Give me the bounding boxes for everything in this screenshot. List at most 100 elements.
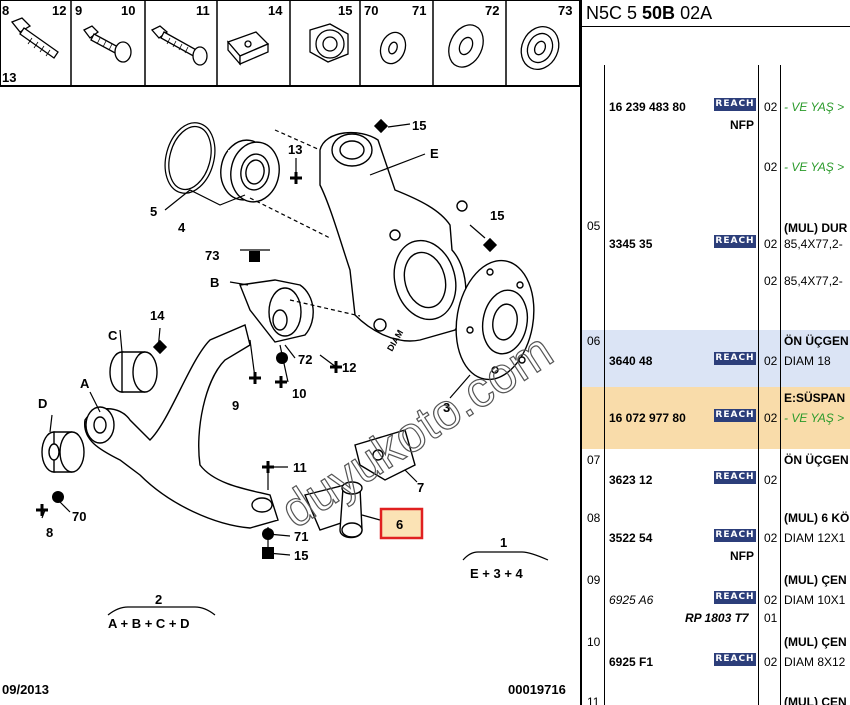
callout-12: 12 — [342, 360, 356, 375]
part-description: (MUL) 6 KÖ — [784, 511, 850, 525]
strip-label-73: 73 — [558, 3, 572, 18]
part-reference[interactable]: 16 239 483 80 — [609, 100, 686, 114]
diagram-date: 09/2013 — [2, 682, 49, 697]
wheel-hub-part — [455, 259, 535, 381]
callout-14: 14 — [150, 308, 165, 323]
quantity: 02 — [764, 531, 778, 545]
column-divider — [758, 691, 759, 705]
callout-labels: 15 E 13 5 4 15 73 B C 14 A 72 12 9 10 D … — [38, 118, 504, 563]
callout-6-highlight[interactable]: 6 — [379, 507, 424, 540]
long-bolt-icon — [150, 25, 208, 66]
callout-70: 70 — [72, 509, 86, 524]
part-description: ÖN ÜÇGEN — [784, 453, 849, 467]
callout-13: 13 — [288, 142, 302, 157]
brand-badge: REACH — [714, 529, 756, 542]
column-divider — [758, 569, 759, 631]
column-divider — [780, 215, 781, 330]
table-row[interactable]: 11 (MUL) ÇEN — [582, 691, 850, 705]
quantity: 02 — [764, 655, 778, 669]
strip-label-15: 15 — [338, 3, 352, 18]
part-reference[interactable]: 3522 54 — [609, 531, 653, 545]
callout-e: E — [430, 146, 439, 161]
column-divider — [780, 631, 781, 691]
callout-9: 9 — [232, 398, 239, 413]
part-description: 85,4X77,2- — [784, 237, 843, 251]
brand-badge: REACH — [714, 409, 756, 422]
quantity: 02 — [764, 100, 778, 114]
column-divider — [780, 507, 781, 569]
part-reference[interactable]: 16 072 977 80 — [609, 411, 686, 425]
strip-label-10: 10 — [121, 3, 135, 18]
row-number: 09 — [587, 573, 601, 587]
row-number-cell: 09 — [582, 569, 605, 631]
column-divider — [780, 691, 781, 705]
brand-badge: REACH — [714, 653, 756, 666]
brand-badge: REACH — [714, 352, 756, 365]
strip-label-11: 11 — [196, 3, 210, 18]
ball-joint-part — [304, 481, 363, 539]
part-reference[interactable]: 3623 12 — [609, 473, 653, 487]
part-reference[interactable]: 3640 48 — [609, 354, 653, 368]
part-description: DIAM 12X1 — [784, 531, 846, 545]
part-reference[interactable]: 6925 A6 — [609, 593, 654, 607]
lock-nut-icon — [309, 23, 349, 63]
quantity: 02 — [764, 354, 778, 368]
callout-7: 7 — [417, 480, 424, 495]
formula-1-number: 1 — [500, 535, 507, 550]
fastener-symbols — [36, 118, 498, 559]
brand-badge: REACH — [714, 235, 756, 248]
strip-label-9: 9 — [75, 3, 82, 18]
table-header-band — [582, 26, 850, 66]
flange-bolt-icon — [83, 25, 132, 63]
part-reference[interactable]: 3345 35 — [609, 237, 653, 251]
quantity: 02 — [764, 237, 778, 251]
hardware-strip: 8 12 13 9 10 11 14 15 70 71 72 73 — [0, 0, 580, 87]
callout-15-right: 15 — [490, 208, 504, 223]
formula-2-text: A + B + C + D — [108, 616, 190, 631]
row-number-cell: 10 — [582, 631, 605, 691]
part-description: (MUL) ÇEN — [784, 695, 847, 705]
part-subcode: NFP — [730, 118, 754, 132]
bracket-part — [354, 429, 416, 481]
part-reference[interactable]: 6925 F1 — [609, 655, 654, 669]
callout-6: 6 — [396, 517, 403, 532]
callout-8: 8 — [46, 525, 53, 540]
callout-c: C — [108, 328, 118, 343]
column-divider — [758, 449, 759, 507]
row-number: 10 — [587, 635, 601, 649]
quantity: 02 — [764, 411, 778, 425]
quantity: 02 — [764, 593, 778, 607]
row-number-cell: 07 — [582, 449, 605, 507]
wheel-bearing-part — [220, 139, 280, 203]
formula-2-number: 2 — [155, 592, 162, 607]
column-divider — [780, 569, 781, 631]
column-divider — [780, 330, 781, 387]
brand-badge: REACH — [714, 591, 756, 604]
strip-label-14: 14 — [268, 3, 283, 18]
column-divider — [780, 449, 781, 507]
callout-15-bottom: 15 — [294, 548, 308, 563]
callout-a: A — [80, 376, 90, 391]
row-number-cell: 11 — [582, 691, 605, 705]
front-bushing-c-part — [109, 351, 158, 393]
square-nut-icon — [226, 31, 270, 66]
quantity: 01 — [764, 611, 778, 625]
brand-badge: REACH — [714, 98, 756, 111]
column-divider — [758, 507, 759, 569]
row-number-cell: 06 — [582, 330, 605, 387]
row-number: 11 — [587, 695, 600, 705]
part-description: - VE YAŞ > — [784, 100, 845, 114]
column-divider — [780, 65, 781, 215]
strip-label-71: 71 — [412, 3, 426, 18]
row-number-cell — [582, 65, 605, 215]
strip-label-72: 72 — [485, 3, 499, 18]
part-description: DIAM 8X12 — [784, 655, 846, 669]
